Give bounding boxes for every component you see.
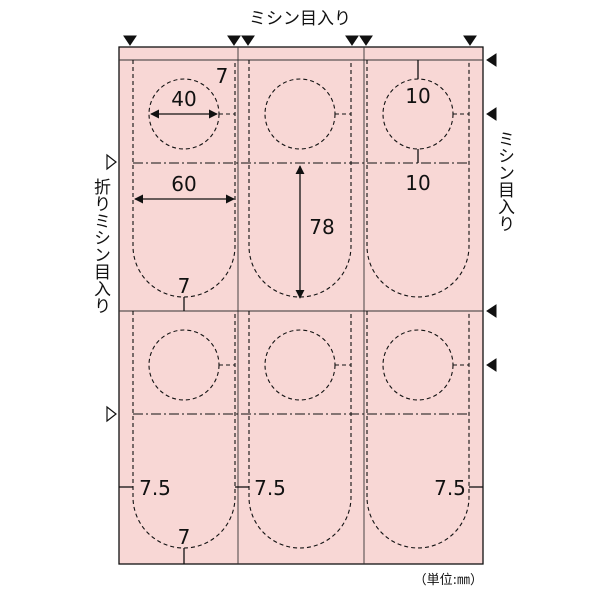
left-fold-perforation-label: 折りミシン目入り bbox=[90, 178, 111, 314]
black-triangle-icon bbox=[463, 35, 477, 46]
perforation-lines bbox=[119, 47, 483, 564]
white-triangle-icon bbox=[106, 153, 117, 171]
dim-label-card-width: 60 bbox=[171, 172, 196, 196]
black-triangle-icon bbox=[123, 35, 137, 46]
right-perforation-label: ミシン目入り bbox=[494, 130, 515, 232]
black-triangle-icon bbox=[227, 35, 241, 46]
dim-label-side-middle: 7.5 bbox=[254, 476, 286, 500]
top-perforation-label: ミシン目入り bbox=[249, 9, 351, 29]
black-triangle-icon bbox=[345, 35, 359, 46]
unit-label: （単位:㎜） bbox=[414, 572, 483, 588]
sheet bbox=[118, 46, 484, 565]
dim-label-margin-top: 7 bbox=[216, 64, 229, 88]
white-triangle-icon bbox=[106, 405, 117, 423]
card-outline bbox=[366, 311, 470, 549]
black-triangle-icon bbox=[241, 35, 255, 46]
dimension-lines bbox=[119, 60, 483, 564]
card-outline bbox=[248, 311, 352, 549]
black-triangle-icon bbox=[486, 358, 497, 372]
dim-label-circle-offset-top: 10 bbox=[405, 84, 430, 108]
card-outline bbox=[132, 311, 236, 549]
black-triangle-icon bbox=[486, 304, 497, 318]
dim-label-margin-bottom: 7 bbox=[178, 525, 191, 549]
fold-markers bbox=[106, 153, 117, 423]
die-cut-outlines bbox=[132, 60, 470, 549]
fold-lines bbox=[133, 162, 470, 415]
dim-label-circle-diameter: 40 bbox=[171, 87, 196, 111]
black-triangle-icon bbox=[486, 53, 497, 67]
registration-markers bbox=[123, 35, 497, 372]
dim-label-side-right: 7.5 bbox=[434, 476, 466, 500]
card-outline bbox=[366, 60, 470, 298]
black-triangle-icon bbox=[359, 35, 373, 46]
dim-label-circle-offset-bottom: 10 bbox=[405, 171, 430, 195]
dim-label-side-left: 7.5 bbox=[139, 476, 171, 500]
dim-label-tab-length: 78 bbox=[309, 215, 334, 239]
card-outline bbox=[248, 60, 352, 298]
dim-label-margin-middle: 7 bbox=[178, 274, 191, 298]
black-triangle-icon bbox=[486, 107, 497, 121]
card-outline bbox=[132, 60, 236, 298]
